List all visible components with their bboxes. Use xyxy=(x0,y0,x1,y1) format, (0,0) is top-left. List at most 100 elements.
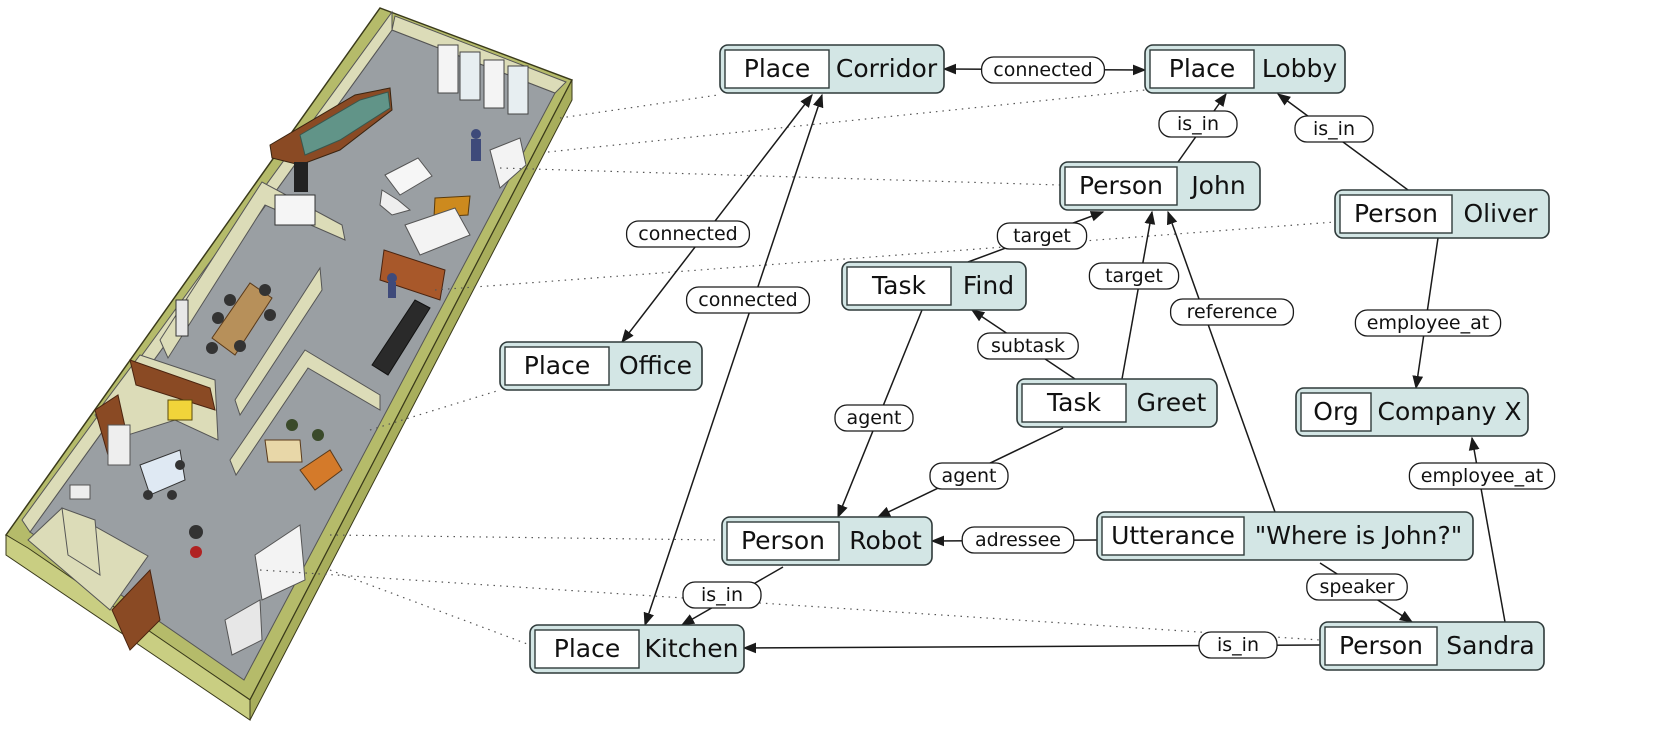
edge-label-box xyxy=(977,332,1079,360)
node-type-box xyxy=(726,521,840,561)
edge-label: employee_at xyxy=(1421,465,1543,487)
edge-label-box xyxy=(682,581,762,609)
node-type-box xyxy=(1339,194,1453,234)
staircase xyxy=(269,87,393,192)
node-oliver: Person Oliver xyxy=(1334,189,1550,239)
edge-label-box xyxy=(1354,309,1502,337)
edge-label: connected xyxy=(698,289,798,311)
node-name-label: Greet xyxy=(1137,388,1207,417)
node-type-box xyxy=(504,346,610,386)
node-name-label: Kitchen xyxy=(645,634,739,663)
edge-greet-robot: agent xyxy=(876,427,1064,518)
node-companyx: Org Company X xyxy=(1295,387,1529,437)
edge-label: target xyxy=(1013,225,1071,247)
edge-label-box xyxy=(1294,115,1374,143)
wall-top-right xyxy=(249,79,573,721)
edge-label-box xyxy=(980,56,1106,84)
node-type-label: Org xyxy=(1313,397,1358,426)
node-office: Place Office xyxy=(499,341,703,391)
edge-label: is_in xyxy=(1313,118,1355,140)
node-sandra: Person Sandra xyxy=(1319,621,1545,671)
edge-label: connected xyxy=(993,59,1093,81)
node-name-label: Find xyxy=(963,271,1014,300)
node-type-box xyxy=(1101,516,1245,556)
edge-utterance-sandra: speaker xyxy=(1306,562,1414,623)
node-name-label: Robot xyxy=(849,526,922,555)
edge-label: is_in xyxy=(1177,113,1219,135)
node-utterance: Utterance "Where is John?" xyxy=(1096,511,1474,561)
node-type-label: Person xyxy=(1339,631,1423,660)
edge-label-box xyxy=(1306,573,1408,601)
node-name-label: Oliver xyxy=(1463,199,1538,228)
reception-area xyxy=(371,249,446,376)
node-john: Person John xyxy=(1059,161,1261,211)
edge-label: agent xyxy=(942,465,997,487)
node-type-label: Place xyxy=(524,351,590,380)
edge-label: employee_at xyxy=(1367,312,1489,334)
node-name-label: Office xyxy=(619,351,692,380)
edge-label-box xyxy=(996,222,1088,250)
windows xyxy=(437,44,529,115)
node-name-label: "Where is John?" xyxy=(1255,521,1463,550)
edge-label-box xyxy=(1158,110,1238,138)
edge-label: is_in xyxy=(1217,634,1259,656)
edge-label: connected xyxy=(638,223,738,245)
edge-label-box xyxy=(1408,462,1556,490)
node-type-box xyxy=(1064,166,1178,206)
node-type-box xyxy=(1149,49,1255,89)
node-name-label: Company X xyxy=(1377,397,1521,426)
edge-greet-find: subtask xyxy=(970,309,1079,380)
node-type-box xyxy=(724,49,830,89)
edge-oliver-companyx: employee_at xyxy=(1354,237,1502,390)
node-type-box xyxy=(1021,383,1127,423)
node-name-label: John xyxy=(1189,171,1245,200)
node-type-label: Person xyxy=(1079,171,1163,200)
node-type-label: Utterance xyxy=(1111,521,1235,550)
node-kitchen: Place Kitchen xyxy=(529,624,745,674)
node-name-label: Sandra xyxy=(1446,631,1535,660)
node-type-label: Task xyxy=(1046,388,1101,417)
edge-find-john: target xyxy=(967,211,1105,263)
edges-layer: connected is_in is_in connected connected tar… xyxy=(621,56,1556,659)
edge-corridor-kitchen: connected xyxy=(643,93,824,627)
floor-plan-render xyxy=(4,7,574,721)
edge-john-lobby: is_in xyxy=(1158,92,1238,163)
edge-label-box xyxy=(929,462,1009,490)
lobby-furniture xyxy=(379,129,527,256)
kitchen-area xyxy=(94,354,219,500)
second-office xyxy=(229,349,381,491)
edge-label-box xyxy=(685,286,811,314)
edge-label-box xyxy=(834,404,914,432)
edge-line xyxy=(1166,210,1276,513)
edge-sandra-companyx: employee_at xyxy=(1408,436,1556,623)
node-greet: Task Greet xyxy=(1016,378,1218,428)
edge-oliver-lobby: is_in xyxy=(1276,93,1409,191)
edge-label: speaker xyxy=(1319,576,1394,598)
edge-robot-kitchen: is_in xyxy=(680,566,784,626)
node-name-label: Lobby xyxy=(1262,54,1338,83)
edge-find-robot: agent xyxy=(834,309,923,519)
edge-label: agent xyxy=(847,407,902,429)
edge-utterance-robot: adressee xyxy=(930,526,1098,554)
node-type-label: Place xyxy=(1169,54,1235,83)
edge-label-box xyxy=(961,526,1075,554)
edge-lobby-corridor: connected xyxy=(942,56,1147,84)
edge-label-box xyxy=(1169,298,1295,326)
node-lobby: Place Lobby xyxy=(1144,44,1346,94)
office-room xyxy=(159,181,346,417)
edge-label-box xyxy=(1088,262,1180,290)
node-type-label: Place xyxy=(554,634,620,663)
node-type-label: Person xyxy=(1354,199,1438,228)
node-type-box xyxy=(1300,392,1372,432)
edge-utterance-john: reference xyxy=(1166,210,1295,513)
edge-label: is_in xyxy=(701,584,743,606)
edge-line xyxy=(643,93,824,627)
node-type-box xyxy=(846,266,952,306)
edge-sandra-kitchen: is_in xyxy=(742,631,1321,659)
